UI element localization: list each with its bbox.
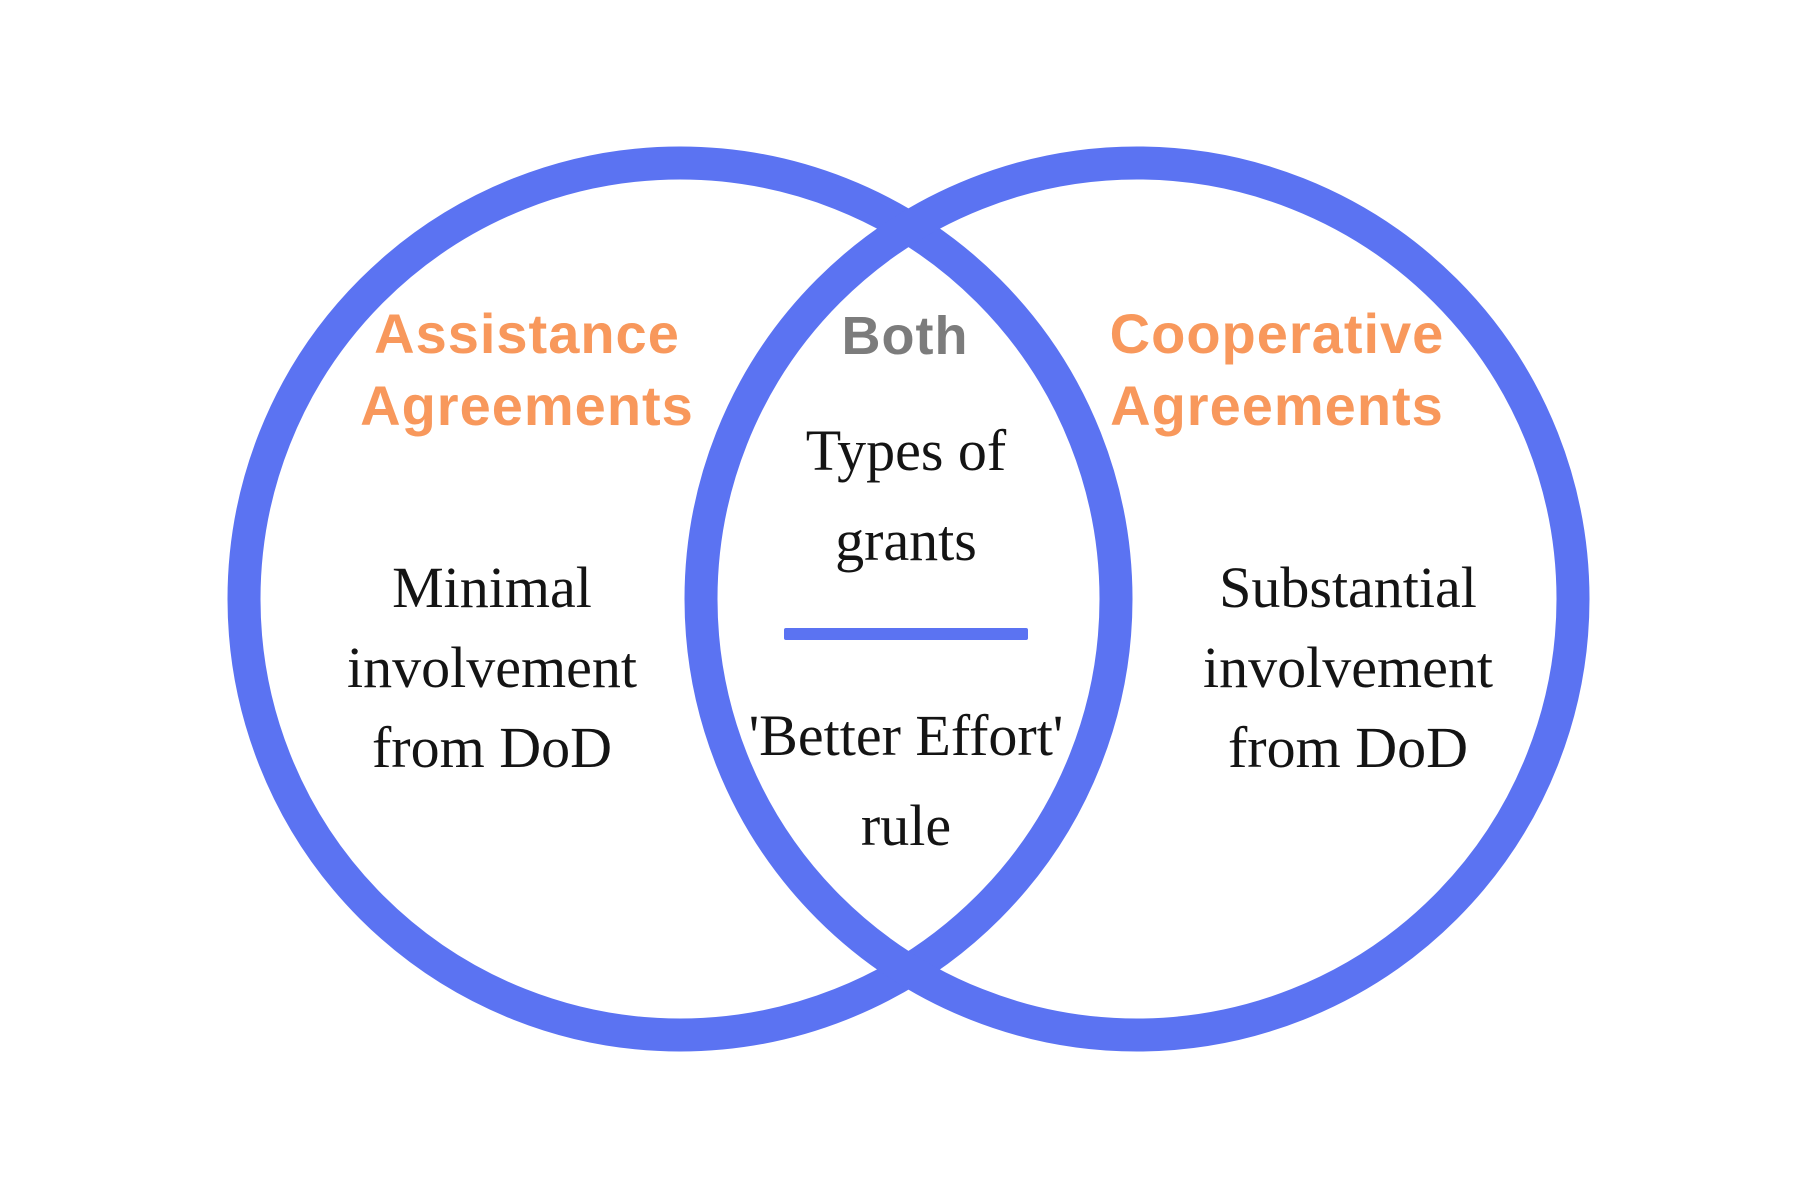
left-heading-line-1: Assistance [374, 302, 680, 365]
right-body-line-3: from DoD [1227, 715, 1468, 780]
intersection-bottom-line-2: rule [860, 793, 952, 858]
intersection-bottom-line-1: 'Better Effort' [748, 703, 1064, 768]
right-circle-body-text: Substantial involvement from DoD [1098, 548, 1598, 788]
intersection-top-text: Types of grants [656, 406, 1156, 586]
left-body-line-1: Minimal [392, 555, 592, 620]
left-heading-line-2: Agreements [360, 374, 694, 437]
left-body-line-2: involvement [347, 635, 637, 700]
right-body-line-2: involvement [1203, 635, 1493, 700]
right-heading-line-1: Cooperative [1109, 302, 1445, 365]
left-body-line-3: from DoD [371, 715, 612, 780]
left-circle-body-text: Minimal involvement from DoD [242, 548, 742, 788]
intersection-bottom-text: 'Better Effort' rule [656, 691, 1156, 871]
right-circle-heading: Cooperative Agreements [1027, 298, 1527, 442]
left-circle-heading: Assistance Agreements [277, 298, 777, 442]
intersection-heading: Both [841, 306, 969, 366]
right-circle-outline [684, 146, 1590, 1052]
right-body-line-1: Substantial [1219, 555, 1477, 620]
intersection-top-line-2: grants [835, 508, 977, 573]
right-heading-line-2: Agreements [1110, 374, 1444, 437]
intersection-top-line-1: Types of [805, 418, 1007, 483]
left-circle-outline [227, 146, 1133, 1052]
intersection-divider-bar [784, 628, 1028, 640]
